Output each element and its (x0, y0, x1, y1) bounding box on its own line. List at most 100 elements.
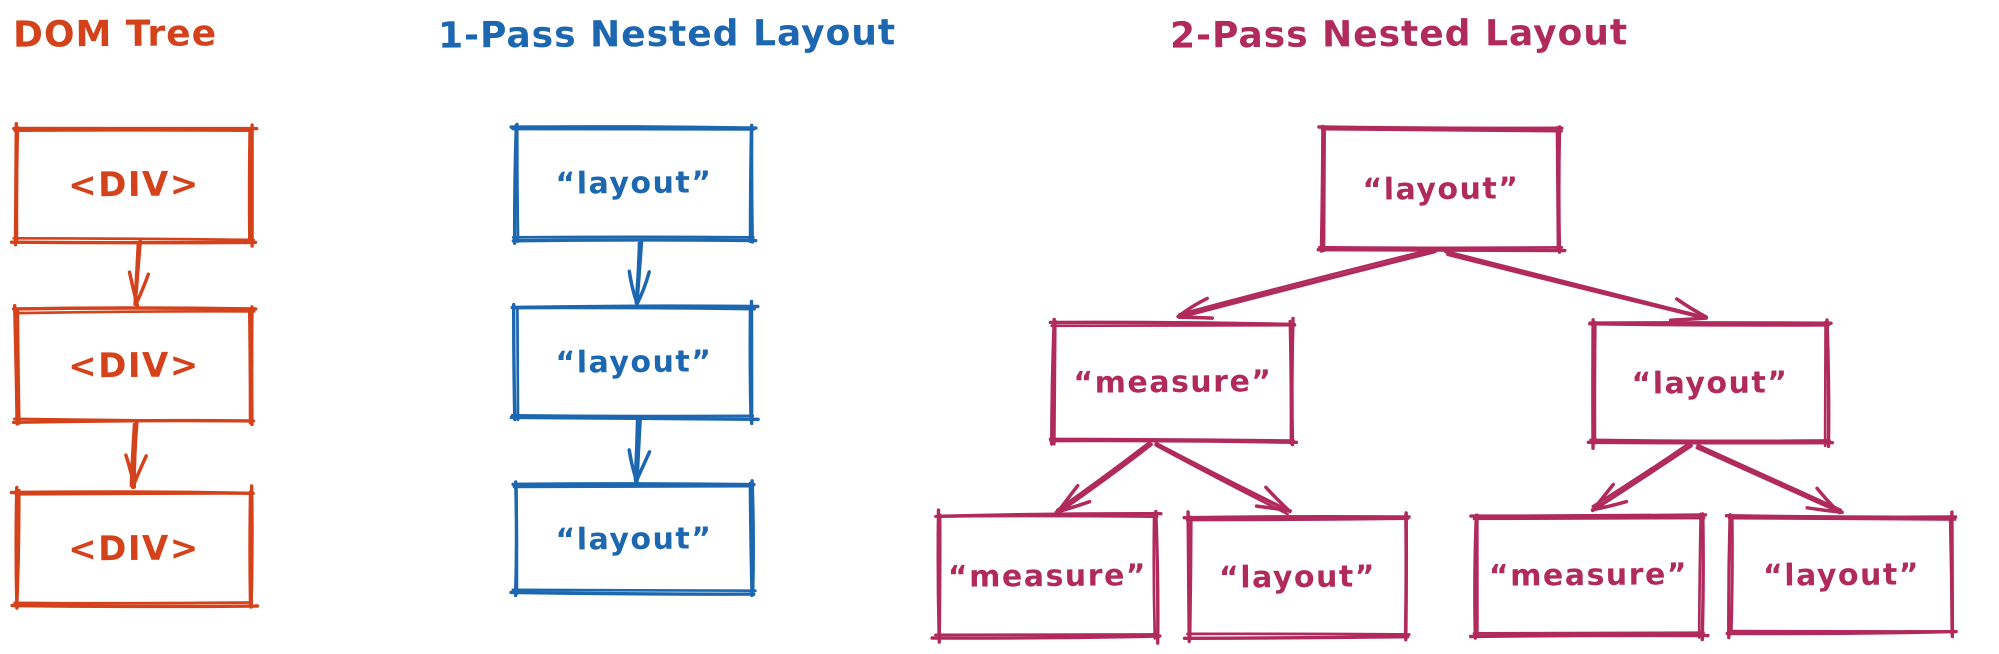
node-box-stroke (1555, 126, 1560, 252)
node-label-one-pass-nested-layout-0: “layout” (555, 165, 713, 202)
node-box-stroke (1588, 322, 1830, 327)
arrowhead-stroke (1675, 297, 1709, 319)
arrowhead-stroke (1054, 499, 1092, 514)
arrowhead-stroke (1590, 499, 1629, 512)
node-box-stroke (511, 588, 757, 593)
node-label-two-pass-nested-layout-4: “layout” (1218, 558, 1377, 596)
node-box-stroke (249, 484, 254, 609)
node-box-stroke (1050, 317, 1056, 446)
node-box-stroke (16, 307, 21, 425)
arrowhead-stroke (1815, 486, 1842, 515)
node-box-stroke (1186, 632, 1411, 636)
node-box-stroke (748, 305, 753, 422)
node-label-dom-tree-0: <DIV> (67, 164, 201, 206)
node-box-stroke (1472, 631, 1705, 635)
node-label-two-pass-nested-layout-6: “layout” (1762, 556, 1921, 594)
edge-line (1178, 247, 1436, 316)
node-box-stroke (512, 484, 755, 489)
node-box-stroke (511, 235, 755, 239)
node-box-stroke (1322, 126, 1326, 253)
node-label-one-pass-nested-layout-2: “layout” (555, 520, 713, 558)
node-box-stroke (1317, 125, 1564, 130)
node-box-stroke (1185, 517, 1410, 522)
node-label-two-pass-nested-layout-5: “measure” (1488, 557, 1689, 594)
node-box-stroke (9, 240, 258, 245)
node-box-stroke (11, 306, 258, 311)
node-box-stroke (515, 122, 520, 243)
node-box-stroke (1948, 515, 1954, 636)
node-box-stroke (1052, 319, 1057, 446)
node-box-stroke (1586, 440, 1834, 445)
node-box-stroke (247, 127, 252, 243)
node-box-stroke (934, 514, 1159, 519)
node-box-stroke (509, 415, 760, 421)
node-box-stroke (511, 302, 517, 422)
node-box-stroke (511, 482, 756, 487)
node-box-stroke (1724, 514, 1958, 519)
node-box-stroke (1468, 633, 1710, 639)
node-box-stroke (1403, 513, 1408, 639)
node-box-stroke (1472, 516, 1706, 521)
diagram-title-two-pass-nested-layout: 2-Pass Nested Layout (1169, 12, 1629, 57)
node-box-stroke (247, 308, 252, 425)
node-box-stroke (13, 304, 19, 426)
node-box-stroke (938, 513, 942, 641)
edge-line (1591, 442, 1691, 508)
node-box-stroke (14, 491, 255, 496)
node-box-stroke (1048, 437, 1295, 442)
node-box-stroke (14, 309, 256, 315)
node-label-two-pass-nested-layout-1: “measure” (1073, 364, 1273, 401)
node-box-stroke (248, 490, 252, 608)
arrowhead-stroke (1591, 482, 1616, 512)
edge-line (1446, 253, 1706, 320)
node-box-stroke (1182, 515, 1411, 520)
node-label-two-pass-nested-layout-2: “layout” (1631, 364, 1789, 402)
node-box-stroke (509, 590, 756, 596)
node-box-stroke (750, 479, 755, 597)
node-box-stroke (1469, 513, 1708, 518)
edge-line (1178, 249, 1437, 319)
node-box-stroke (1589, 438, 1831, 443)
edge-line (1056, 440, 1152, 512)
node-box-stroke (516, 305, 520, 422)
arrowhead-stroke (1176, 296, 1209, 319)
node-box-stroke (1320, 127, 1563, 133)
arrowhead-stroke (1177, 315, 1215, 320)
node-label-two-pass-nested-layout-3: “measure” (947, 557, 1148, 595)
diagram-title-dom-tree: DOM Tree (12, 13, 218, 56)
edge-line (1696, 443, 1842, 512)
node-box-stroke (1697, 512, 1703, 639)
node-box-stroke (748, 481, 754, 598)
node-box-stroke (1700, 512, 1705, 642)
node-box-stroke (1188, 515, 1193, 639)
node-box-stroke (1727, 513, 1732, 640)
arrowhead-stroke (627, 269, 639, 305)
node-box-stroke (934, 633, 1159, 637)
node-box-stroke (513, 306, 756, 311)
node-label-dom-tree-1: <DIV> (67, 345, 201, 387)
node-label-dom-tree-2: <DIV> (67, 527, 201, 570)
node-box-stroke (1050, 323, 1297, 328)
edge-line (1154, 443, 1289, 516)
node-box-stroke (12, 236, 256, 242)
edge-line (1695, 446, 1841, 514)
node-box-stroke (1152, 512, 1157, 640)
node-box-stroke (511, 238, 758, 243)
node-box-stroke (1727, 516, 1957, 521)
node-box-stroke (1316, 248, 1567, 253)
node-box-stroke (1154, 509, 1160, 645)
node-box-stroke (930, 634, 1162, 640)
node-box-stroke (13, 601, 254, 605)
arrowhead-stroke (635, 270, 651, 306)
edge-line (1154, 441, 1292, 513)
node-box-stroke (1823, 320, 1827, 448)
arrowhead-stroke (1668, 316, 1708, 322)
edge-line (1590, 443, 1693, 513)
diagram-title-one-pass-nested-layout: 1-Pass Nested Layout (437, 12, 897, 57)
node-box-stroke (748, 125, 753, 244)
node-box-stroke (510, 413, 755, 418)
node-box-stroke (10, 603, 260, 609)
node-label-one-pass-nested-layout-1: “layout” (555, 344, 713, 381)
node-box-stroke (1318, 245, 1564, 250)
